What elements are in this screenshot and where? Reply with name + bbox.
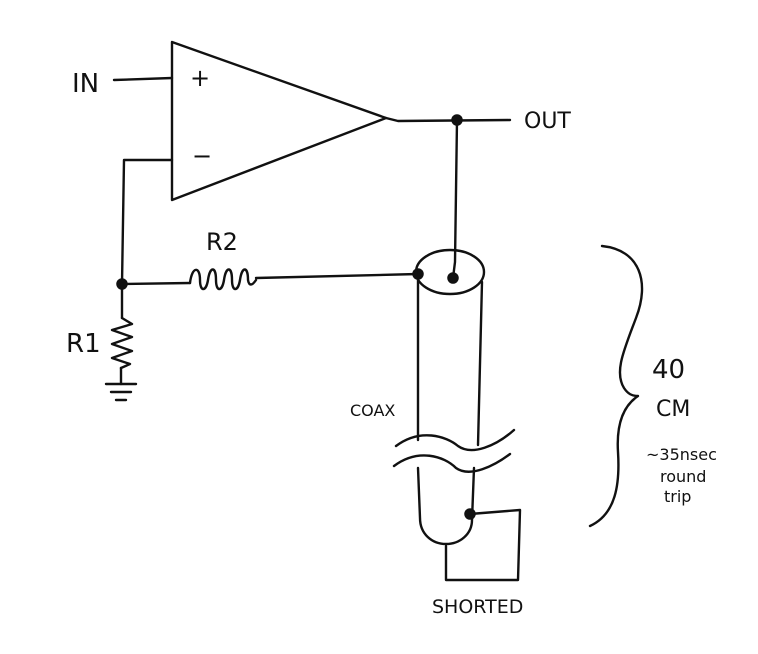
delay-note-line1: ~35nsec [646, 445, 717, 464]
r1-resistor [110, 316, 134, 370]
op-amp-body [170, 40, 388, 202]
noninverting-input-symbol: + [190, 64, 210, 92]
inverting-input-symbol: − [192, 142, 212, 170]
coax-break-upper [394, 428, 516, 452]
output-net: OUT [384, 109, 571, 280]
ground-symbol [104, 382, 138, 402]
output-to-coax-center-wire [451, 118, 459, 280]
coax-center-node [447, 272, 459, 284]
delay-note-line3: trip [664, 487, 691, 506]
output-wire [384, 116, 512, 123]
length-value: 40 [652, 355, 685, 385]
r2-lead-left [120, 281, 192, 286]
output-label: OUT [524, 109, 571, 134]
short-circuit-wire [444, 508, 522, 582]
feedback-network: R2 R1 [66, 158, 424, 402]
r2-label: R2 [206, 228, 238, 256]
length-unit: CM [656, 397, 690, 422]
length-brace [588, 244, 644, 528]
delay-note-line2: round [660, 467, 706, 486]
input-wire [112, 76, 174, 82]
length-annotation: 40 CM ~35nsec round trip [588, 244, 717, 528]
input-label: IN [72, 69, 99, 99]
inverting-input-wire [120, 158, 174, 286]
coax-label: COAX [350, 401, 395, 420]
r2-lead-right [254, 272, 420, 280]
coax-right-side [476, 280, 484, 447]
input-net: IN [72, 69, 174, 99]
r1-label: R1 [66, 329, 101, 359]
coax-cable: COAX SHORTED [350, 248, 523, 618]
coax-break-lower [392, 452, 512, 473]
op-amp: + − [170, 40, 388, 202]
coax-top-end [414, 248, 486, 296]
coax-left-side-lower [416, 466, 476, 546]
shorted-label: SHORTED [432, 596, 523, 618]
r2-resistor [188, 268, 258, 291]
